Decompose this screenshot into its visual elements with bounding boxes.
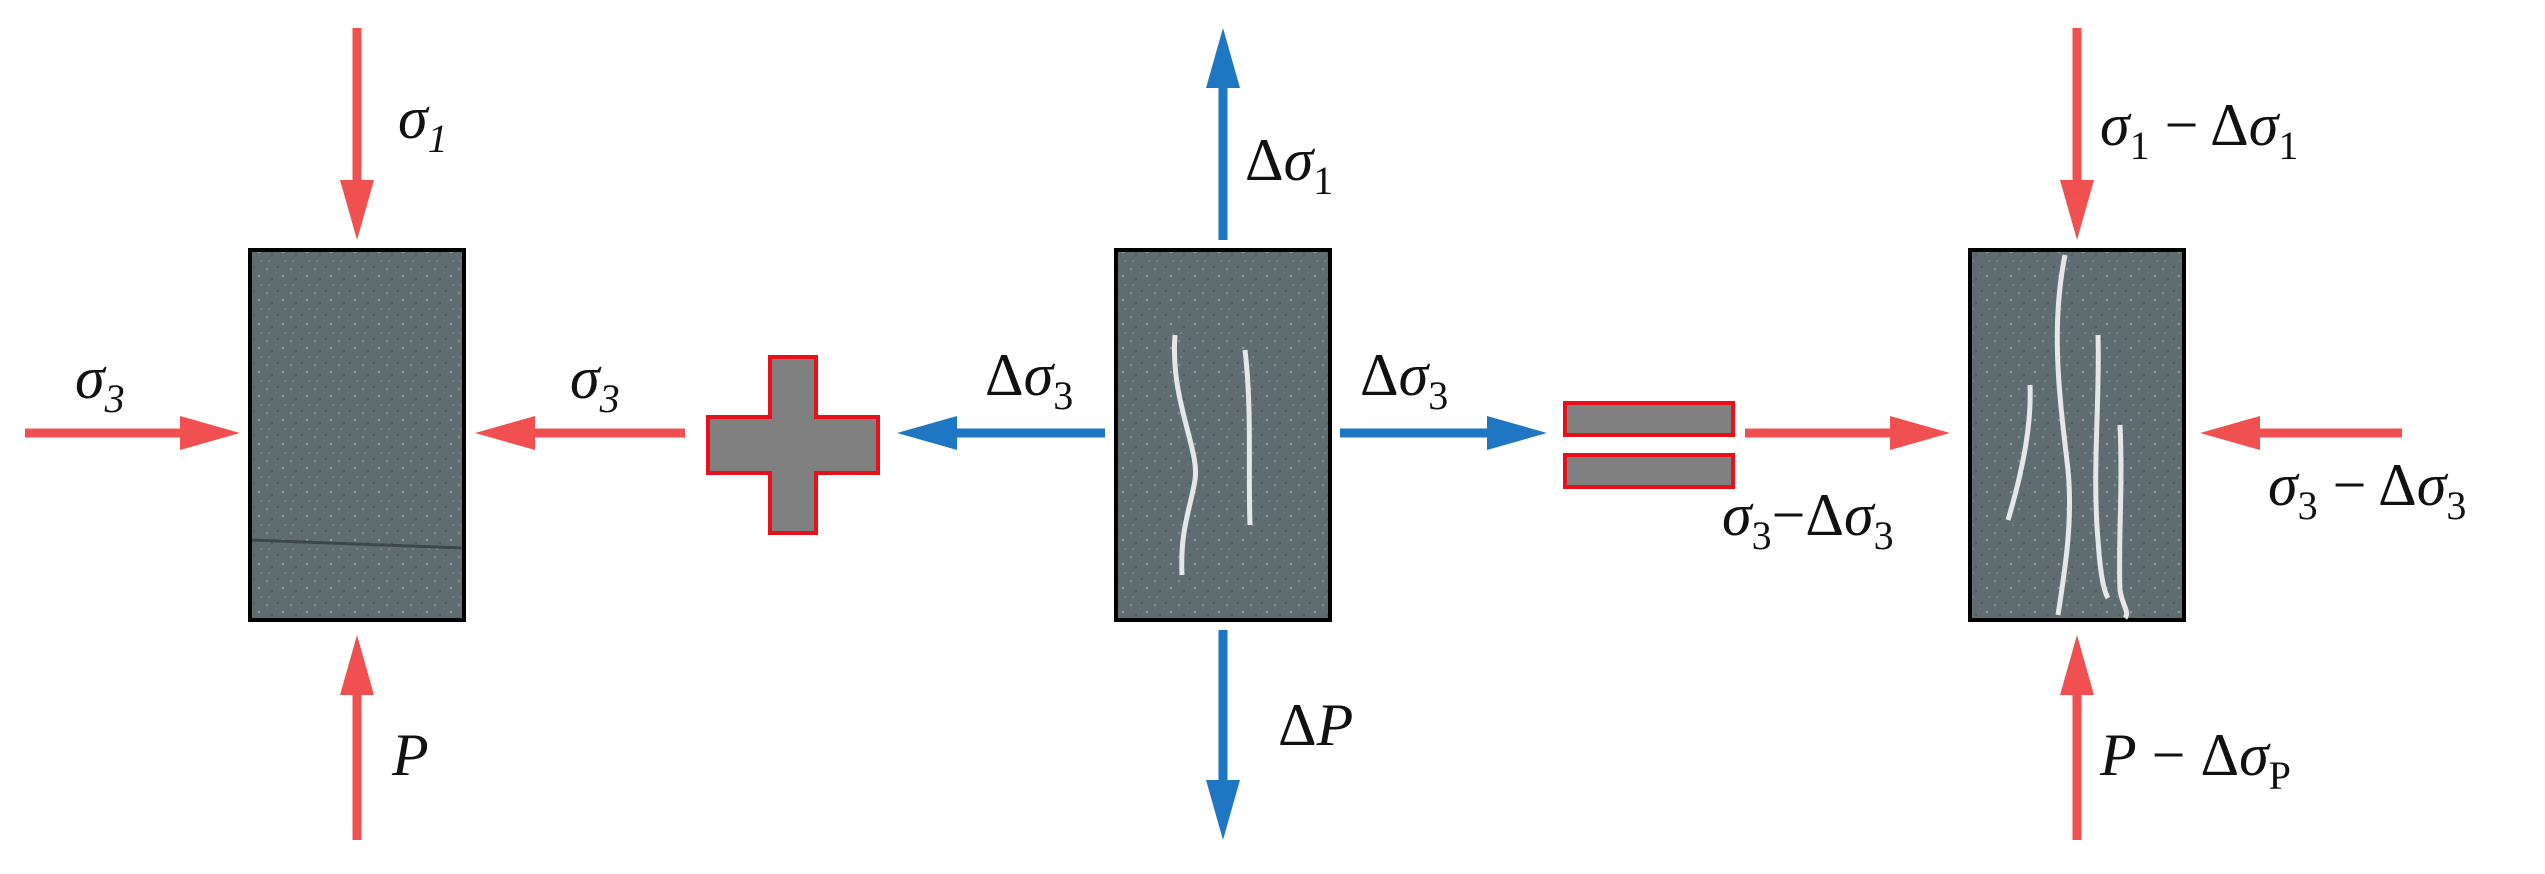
label-sigma3-right: σ3: [570, 345, 620, 421]
left-state: σ1 σ3 σ3 P: [25, 28, 685, 840]
arrow-sigma1-left: [340, 28, 374, 240]
label-sigma3-minus-delta-sigma3-right: σ3 − Δσ3: [2268, 452, 2466, 528]
label-delta-sigma3-left: Δσ3: [985, 342, 1073, 418]
arrow-sigma3-minus-delta-right: [2200, 416, 2402, 450]
crack-line: [1242, 349, 1253, 526]
crack-line: [2005, 384, 2033, 521]
rock-specimen-left: [248, 248, 466, 622]
arrow-p-minus-delta: [2060, 635, 2094, 840]
right-state: σ1 − Δσ1 σ3−Δσ3 σ3 − Δσ3 P − ΔσP: [1722, 28, 2466, 840]
middle-state: Δσ1 Δσ3 Δσ3 ΔP: [897, 28, 1547, 840]
crack-line: [2093, 334, 2111, 600]
arrow-sigma1-minus-delta: [2060, 28, 2094, 240]
arrow-sigma3-right-side: [475, 416, 685, 450]
arrow-delta-sigma1: [1206, 28, 1240, 240]
label-sigma3-minus-delta-sigma3-left: σ3−Δσ3: [1722, 482, 1894, 558]
label-sigma1: σ1: [398, 85, 448, 161]
arrow-delta-sigma3-left: [897, 416, 1105, 450]
crack-line: [2054, 254, 2073, 616]
label-delta-sigma1: Δσ1: [1245, 127, 1333, 203]
specimen-vein: [251, 538, 463, 550]
arrow-delta-p: [1206, 630, 1240, 840]
crack-line: [1171, 334, 1199, 576]
arrow-p-left: [340, 635, 374, 840]
rock-specimen-middle: [1114, 248, 1332, 622]
arrow-sigma3-minus-delta-left: [1745, 416, 1950, 450]
equals-operator-icon: [1563, 401, 1735, 489]
plus-operator-icon: [706, 355, 880, 535]
label-p-minus-delta-sigma-p: P − ΔσP: [2099, 722, 2291, 798]
label-p: P: [391, 722, 429, 788]
arrow-sigma3-left-side: [25, 416, 240, 450]
label-sigma3-left: σ3: [75, 345, 125, 421]
arrow-delta-sigma3-right: [1340, 416, 1547, 450]
crack-line: [2117, 424, 2130, 620]
label-delta-sigma3-right: Δσ3: [1360, 342, 1448, 418]
rock-specimen-right: [1968, 248, 2186, 622]
label-sigma1-minus-delta-sigma1: σ1 − Δσ1: [2100, 92, 2298, 168]
label-delta-p: ΔP: [1278, 692, 1353, 758]
